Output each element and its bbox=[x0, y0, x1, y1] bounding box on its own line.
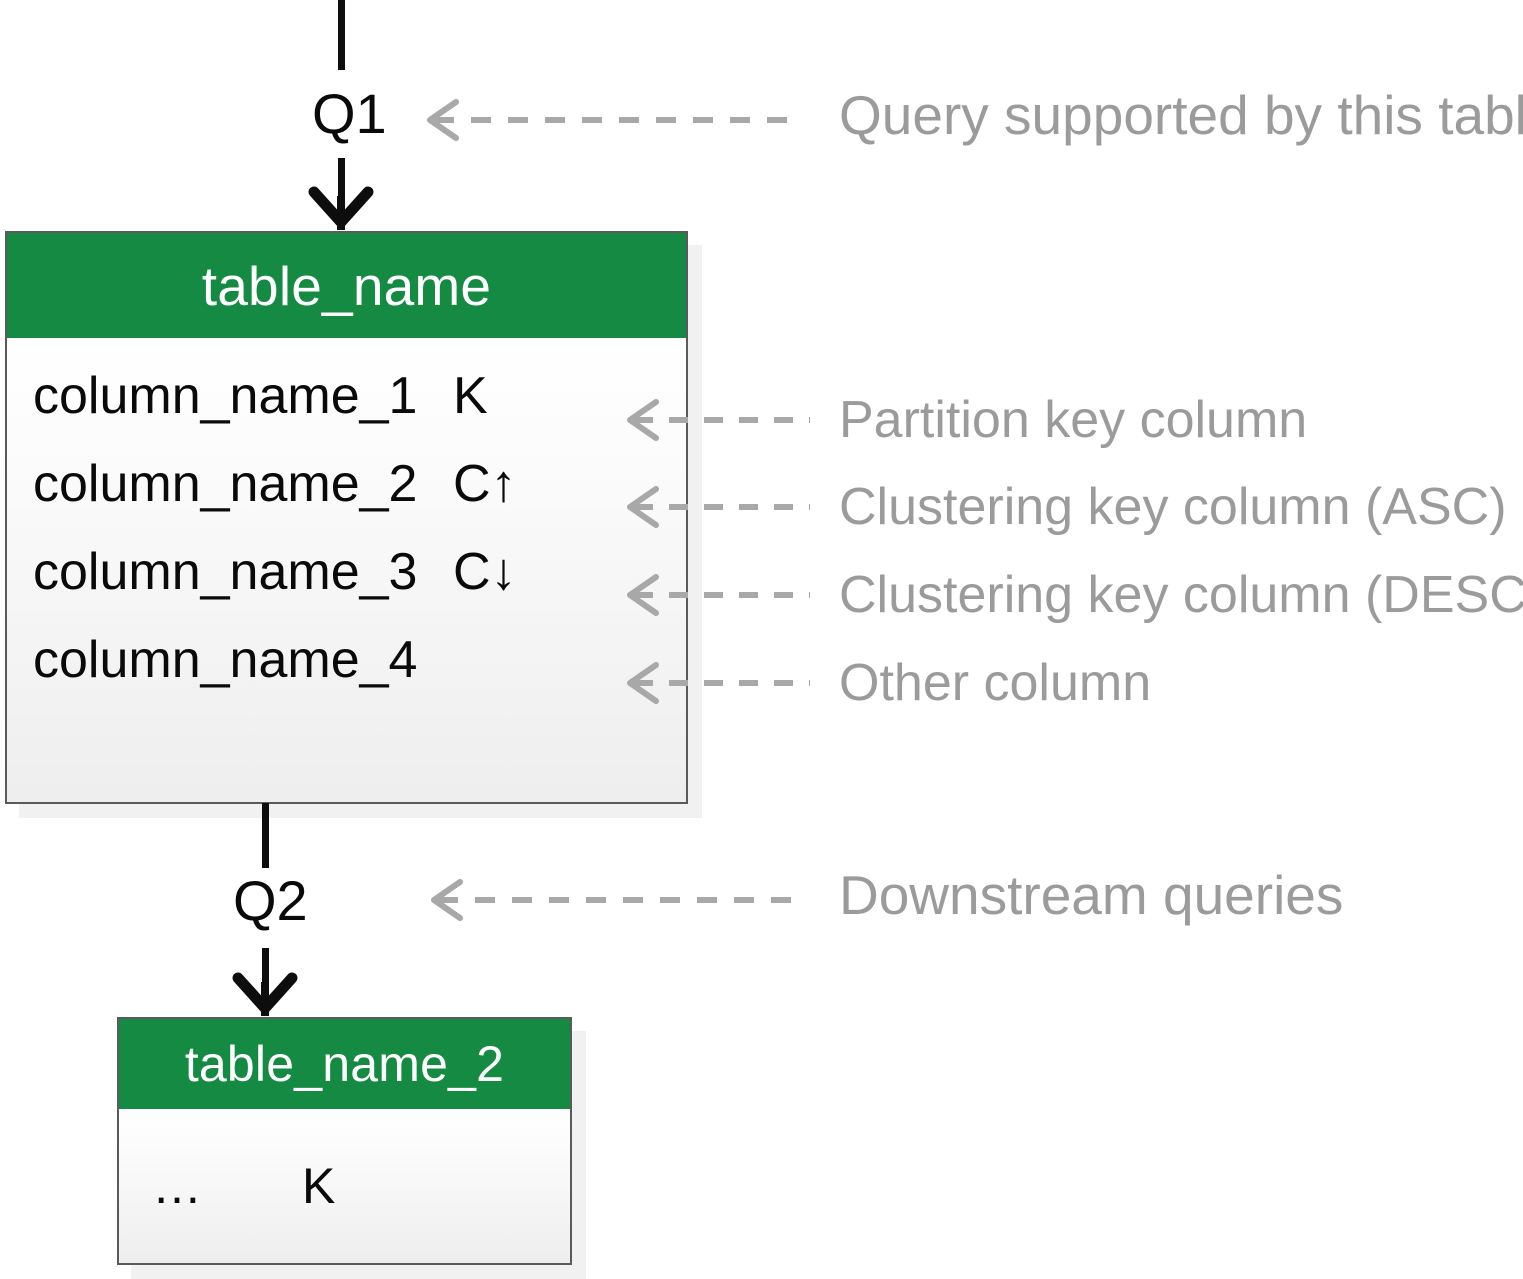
other-column-note-text: Other column bbox=[839, 654, 1152, 712]
clustering-asc-note-text: Clustering key column (ASC) bbox=[839, 478, 1507, 536]
table-columns-body: … K bbox=[119, 1109, 570, 1263]
entity-table-table_name[interactable]: table_name column_name_1 K column_name_2… bbox=[5, 231, 688, 804]
q2-note-arrow bbox=[428, 876, 808, 924]
table-row[interactable]: column_name_1 K bbox=[7, 352, 686, 440]
q2-outgoing-line bbox=[262, 948, 269, 996]
other-column-note-arrow bbox=[624, 659, 814, 707]
column-key-marker: K bbox=[453, 367, 488, 425]
q2-label: Q2 bbox=[233, 869, 308, 932]
q1-note-arrow bbox=[424, 96, 806, 144]
clustering-desc-note-text: Clustering key column (DESC) bbox=[839, 566, 1523, 624]
entity-table-table_name_2[interactable]: table_name_2 … K bbox=[117, 1017, 572, 1265]
table-row[interactable]: column_name_2 C↑ bbox=[7, 440, 686, 528]
column-key-marker: K bbox=[302, 1158, 336, 1214]
partition-key-note-arrow bbox=[624, 396, 814, 444]
column-key-marker: C↑ bbox=[453, 455, 517, 513]
q2-note-text: Downstream queries bbox=[839, 864, 1344, 926]
table-row[interactable]: column_name_4 bbox=[7, 616, 686, 704]
column-name: column_name_1 bbox=[33, 367, 418, 425]
table-row[interactable]: … K bbox=[119, 1109, 570, 1263]
clustering-desc-note-arrow bbox=[624, 571, 814, 619]
q1-label: Q1 bbox=[312, 82, 387, 145]
q2-incoming-line bbox=[262, 803, 269, 868]
q1-incoming-line bbox=[338, 0, 345, 70]
q1-outgoing-line bbox=[338, 158, 345, 216]
table-title: table_name_2 bbox=[119, 1019, 570, 1109]
table-row[interactable]: column_name_3 C↓ bbox=[7, 528, 686, 616]
q1-note-text: Query supported by this table bbox=[839, 84, 1523, 146]
table-title: table_name bbox=[7, 233, 686, 338]
partition-key-note-text: Partition key column bbox=[839, 391, 1308, 449]
column-key-marker: C↓ bbox=[453, 543, 517, 601]
column-name: column_name_3 bbox=[33, 543, 418, 601]
column-name: … bbox=[152, 1158, 202, 1214]
column-name: column_name_2 bbox=[33, 455, 418, 513]
column-name: column_name_4 bbox=[33, 631, 418, 689]
table-columns-body: column_name_1 K column_name_2 C↑ column_… bbox=[7, 338, 686, 802]
clustering-asc-note-arrow bbox=[624, 483, 814, 531]
